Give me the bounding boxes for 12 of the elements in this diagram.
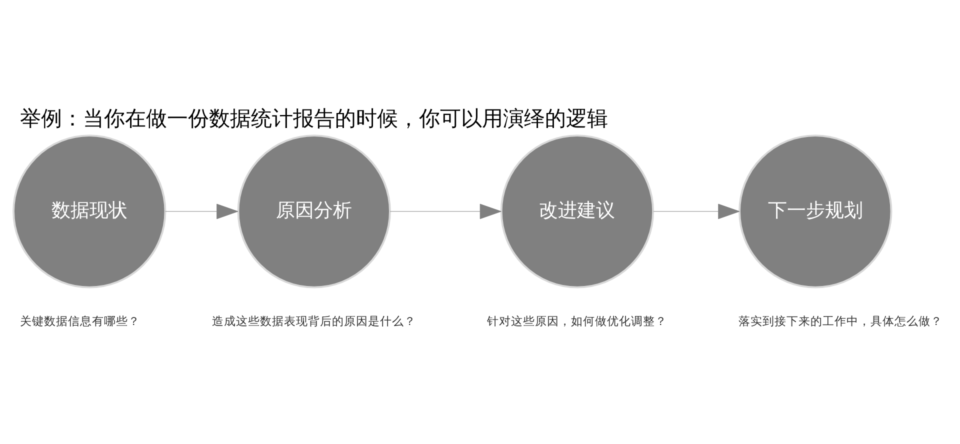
node-circle: 数据现状 [12,134,166,288]
arrow [165,204,238,220]
node-label: 针对这些原因，如何做优化调整？ [487,314,668,328]
arrow [390,204,502,220]
node-circle: 改进建议 [500,134,654,288]
node-label: 落实到接下来的工作中，具体怎么做？ [738,314,942,328]
node-label: 造成这些数据表现背后的原因是什么？ [212,314,416,328]
node-circle: 原因分析 [237,134,391,288]
arrow [653,204,740,220]
diagram-title: 举例：当你在做一份数据统计报告的时候，你可以用演绎的逻辑 [20,106,608,131]
node-label: 关键数据信息有哪些？ [20,314,140,328]
node-circle: 下一步规划 [738,134,892,288]
